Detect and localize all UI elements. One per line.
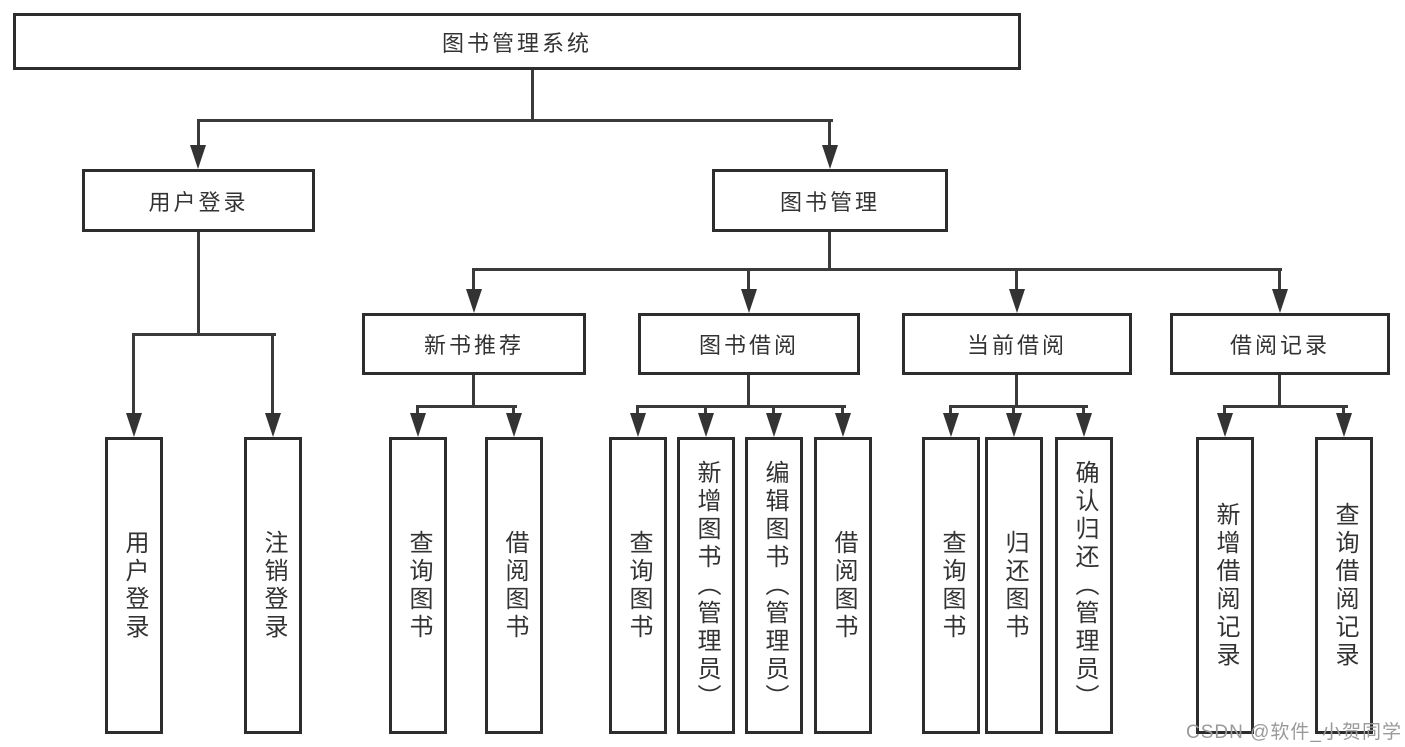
node-borrow-records-label: 借阅记录 [1229, 333, 1330, 358]
connector-line [1012, 405, 1015, 416]
arrow-down-icon [265, 413, 281, 437]
connector-line [512, 405, 515, 416]
arrow-down-icon [943, 413, 959, 437]
leaf-edit-book-admin-label: 编辑图书（管理员） [761, 459, 788, 712]
leaf-add-borrow-record: 新增借阅记录 [1196, 437, 1254, 734]
connector-line [132, 333, 135, 417]
connector-line [472, 268, 475, 292]
leaf-query-book-current: 查询图书 [922, 437, 980, 734]
arrow-down-icon [630, 413, 646, 437]
connector-line [704, 405, 707, 416]
arrow-down-icon [1076, 413, 1092, 437]
connector-line [472, 268, 1282, 271]
arrow-down-icon [410, 413, 426, 437]
connector-line [747, 268, 750, 292]
node-user-login: 用户登录 [82, 169, 315, 232]
arrow-down-icon [190, 145, 206, 169]
leaf-borrow-book-borrow: 借阅图书 [814, 437, 872, 734]
connector-line [1015, 268, 1018, 292]
connector-line [1223, 405, 1226, 416]
connector-line [1015, 375, 1018, 408]
leaf-add-book-admin: 新增图书（管理员） [677, 437, 735, 734]
leaf-query-book-current-label: 查询图书 [938, 529, 965, 642]
leaf-query-borrow-record-label: 查询借阅记录 [1331, 501, 1358, 670]
connector-line [949, 405, 952, 416]
arrow-down-icon [1006, 413, 1022, 437]
connector-line [1082, 405, 1085, 416]
leaf-borrow-book-newrec: 借阅图书 [485, 437, 543, 734]
leaf-query-book-newrec-label: 查询图书 [405, 529, 432, 642]
arrow-down-icon [741, 289, 757, 313]
leaf-return-book: 归还图书 [985, 437, 1043, 734]
connector-line [416, 405, 419, 416]
node-root: 图书管理系统 [13, 13, 1021, 70]
leaf-user-login: 用户登录 [105, 437, 163, 734]
leaf-user-login-label: 用户登录 [121, 529, 148, 642]
connector-line [949, 405, 1088, 408]
connector-line [197, 232, 200, 336]
node-book-borrow: 图书借阅 [638, 313, 860, 375]
arrow-down-icon [1217, 413, 1233, 437]
leaf-query-borrow-record: 查询借阅记录 [1315, 437, 1373, 734]
connector-line [531, 68, 534, 121]
connector-line [772, 405, 775, 416]
connector-line [1278, 268, 1281, 292]
node-current-borrow-label: 当前借阅 [966, 333, 1067, 358]
leaf-logout: 注销登录 [244, 437, 302, 734]
leaf-confirm-return-admin: 确认归还（管理员） [1055, 437, 1113, 734]
leaf-borrow-book-newrec-label: 借阅图书 [501, 529, 528, 642]
node-book-borrow-label: 图书借阅 [698, 333, 799, 358]
node-user-login-label: 用户登录 [148, 189, 249, 215]
leaf-add-borrow-record-label: 新增借阅记录 [1212, 501, 1239, 670]
connector-line [636, 405, 846, 408]
connector-line [472, 375, 475, 408]
leaf-borrow-book-borrow-label: 借阅图书 [830, 529, 857, 642]
leaf-query-book-borrow: 查询图书 [609, 437, 667, 734]
arrow-down-icon [126, 413, 142, 437]
arrow-down-icon [766, 413, 782, 437]
node-new-book-recommend: 新书推荐 [362, 313, 586, 375]
node-current-borrow: 当前借阅 [902, 313, 1132, 375]
leaf-return-book-label: 归还图书 [1001, 529, 1028, 642]
connector-line [197, 119, 200, 147]
node-root-label: 图书管理系统 [441, 30, 592, 56]
arrow-down-icon [835, 413, 851, 437]
connector-line [416, 405, 517, 408]
connector-line [197, 119, 833, 122]
arrow-down-icon [466, 289, 482, 313]
connector-line [132, 333, 276, 336]
connector-line [636, 405, 639, 416]
node-book-management-label: 图书管理 [779, 189, 880, 215]
leaf-logout-label: 注销登录 [260, 529, 287, 642]
leaf-add-book-admin-label: 新增图书（管理员） [693, 459, 720, 712]
leaf-query-book-newrec: 查询图书 [389, 437, 447, 734]
arrow-down-icon [506, 413, 522, 437]
connector-line [747, 375, 750, 408]
arrow-down-icon [1009, 289, 1025, 313]
connector-line [1223, 405, 1348, 408]
leaf-query-book-borrow-label: 查询图书 [625, 529, 652, 642]
leaf-confirm-return-admin-label: 确认归还（管理员） [1071, 459, 1098, 712]
watermark: CSDN @软件_小贺同学 [1186, 722, 1402, 743]
connector-line [1342, 405, 1345, 416]
connector-line [828, 119, 831, 147]
node-borrow-records: 借阅记录 [1170, 313, 1390, 375]
leaf-edit-book-admin: 编辑图书（管理员） [745, 437, 803, 734]
connector-line [1278, 375, 1281, 408]
arrow-down-icon [1336, 413, 1352, 437]
connector-line [841, 405, 844, 416]
connector-line [828, 232, 831, 271]
node-new-book-recommend-label: 新书推荐 [423, 333, 524, 358]
arrow-down-icon [822, 145, 838, 169]
node-book-management: 图书管理 [712, 169, 948, 232]
connector-line [271, 333, 274, 417]
arrow-down-icon [698, 413, 714, 437]
arrow-down-icon [1272, 289, 1288, 313]
